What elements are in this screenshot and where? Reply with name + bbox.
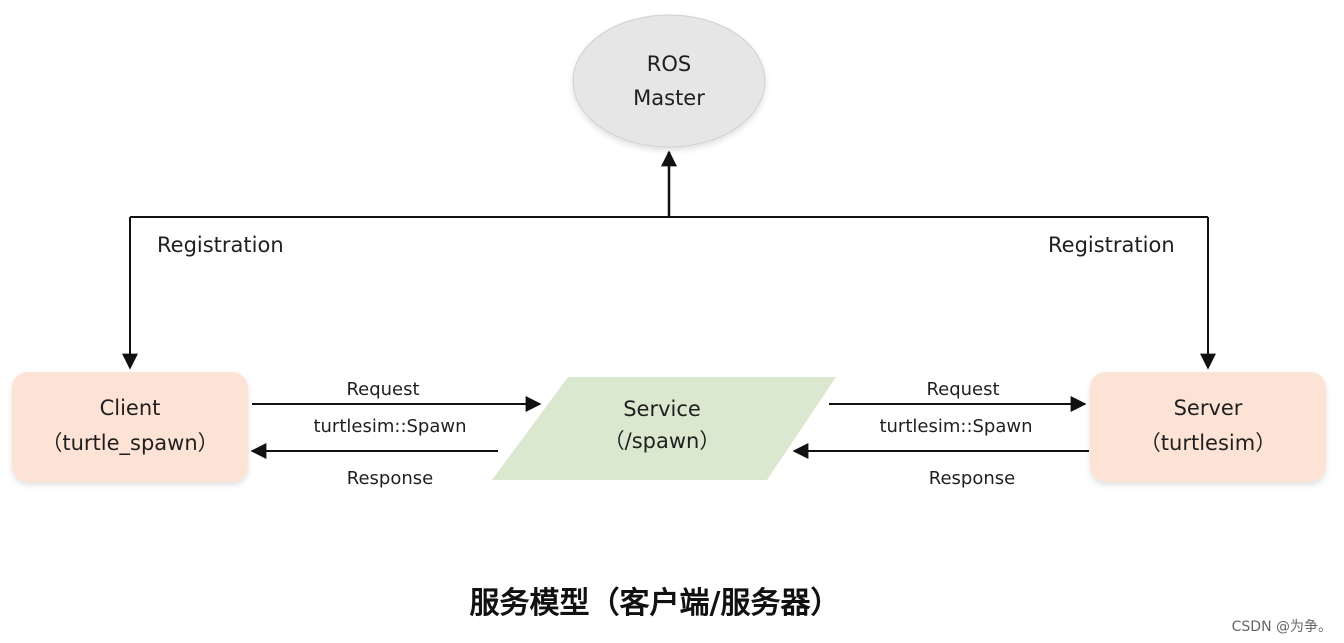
server-label-line1: Server bbox=[1174, 396, 1243, 420]
service-label-line2: （/spawn） bbox=[604, 429, 721, 453]
server-request-label: Request bbox=[926, 379, 999, 400]
client-label-line2: （turtle_spawn） bbox=[41, 431, 218, 456]
ros-master-shape bbox=[572, 14, 766, 148]
ros-master-node: ROS Master bbox=[572, 14, 766, 148]
server-registration-label: Registration bbox=[1048, 233, 1175, 257]
service-label-line1: Service bbox=[623, 397, 701, 421]
service-server-edges: Request turtlesim::Spawn Response bbox=[792, 379, 1089, 489]
server-response-label: Response bbox=[929, 468, 1015, 489]
server-node: Server （turtlesim） bbox=[1090, 372, 1326, 482]
client-response-label: Response bbox=[347, 468, 433, 489]
client-shape bbox=[12, 372, 248, 482]
registration-connectors bbox=[122, 150, 1216, 370]
service-node: Service （/spawn） bbox=[492, 377, 836, 480]
service-shape bbox=[492, 377, 836, 480]
client-node: Client （turtle_spawn） bbox=[12, 372, 248, 482]
diagram-caption: 服务模型（客户端/服务器） bbox=[469, 586, 841, 621]
ros-master-label-line2: Master bbox=[633, 86, 705, 110]
watermark: CSDN @为争。 bbox=[1231, 619, 1332, 635]
server-message-type-label: turtlesim::Spawn bbox=[879, 416, 1032, 437]
server-label-line2: （turtlesim） bbox=[1140, 431, 1276, 455]
client-label-line1: Client bbox=[100, 396, 161, 420]
server-shape bbox=[1090, 372, 1326, 482]
ros-master-label-line1: ROS bbox=[647, 52, 691, 76]
client-request-label: Request bbox=[346, 379, 419, 400]
client-message-type-label: turtlesim::Spawn bbox=[313, 416, 466, 437]
client-registration-label: Registration bbox=[157, 233, 284, 257]
client-service-edges: Request turtlesim::Spawn Response bbox=[250, 379, 542, 489]
